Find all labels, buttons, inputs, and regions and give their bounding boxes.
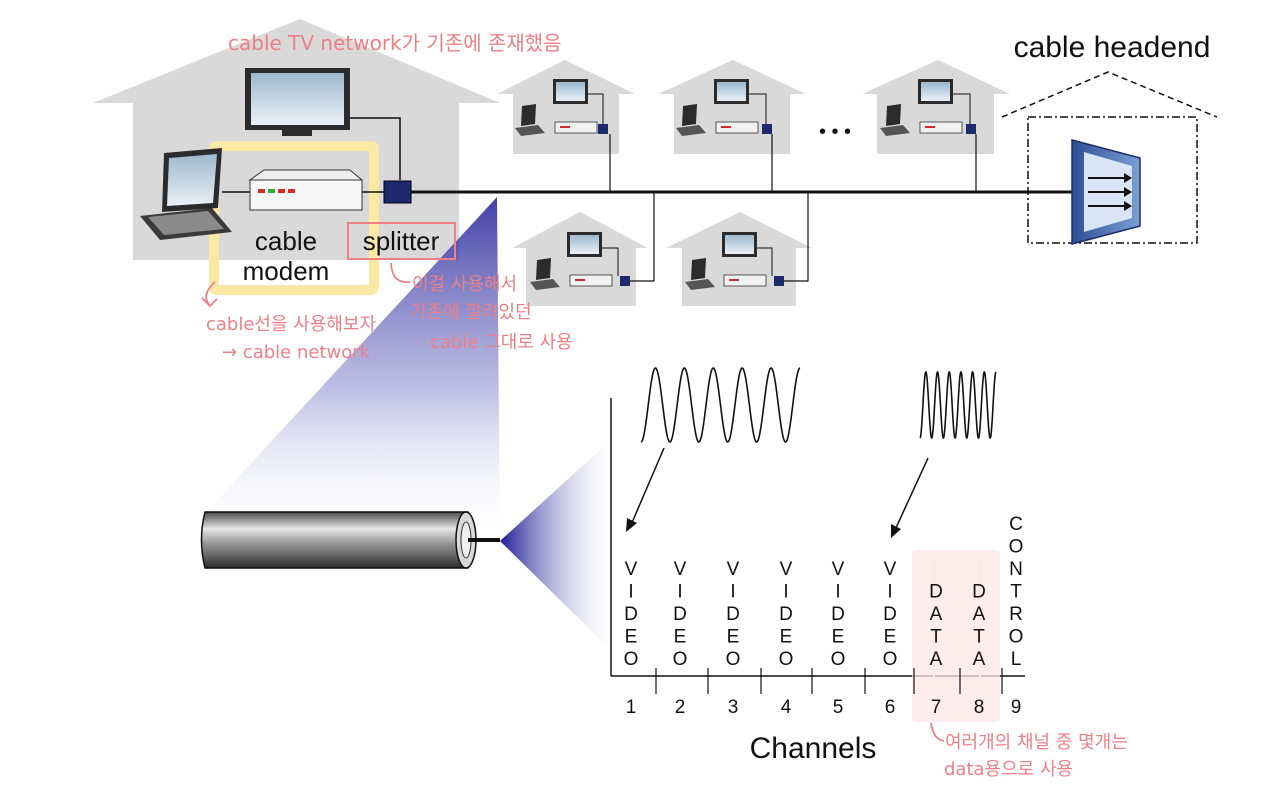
- channel-number-3: 3: [728, 697, 739, 718]
- video-signal-arrow: [630, 447, 665, 526]
- note-channel-2: data용으로 사용: [944, 759, 1073, 780]
- channel-number-8: 8: [974, 697, 985, 718]
- channels-axis-label: Channels: [750, 732, 877, 765]
- channel-number-2: 2: [675, 697, 686, 718]
- splitter-label: splitter: [363, 226, 440, 256]
- coax-cable-icon: [200, 511, 500, 569]
- headend-router-icon: [1071, 139, 1141, 245]
- data-signal-arrowhead: [891, 524, 901, 538]
- note-splitter-arrow: [390, 262, 411, 283]
- data-signal-arrow: [894, 457, 929, 531]
- cable-modem-icon: [248, 169, 364, 211]
- data-channels-highlight: [912, 550, 1000, 722]
- channel-number-4: 4: [781, 697, 792, 718]
- channel-number-5: 5: [833, 697, 844, 718]
- note-modem-1: cable선을 사용해보자: [206, 314, 377, 335]
- splitter-label-highlight: [347, 222, 456, 260]
- data-signal-waveform: [919, 370, 997, 440]
- cable-headend-building: [1001, 71, 1218, 244]
- cable-headend-label: cable headend: [1014, 31, 1211, 64]
- cable-modem-label-line2: modem: [243, 256, 330, 286]
- cable-modem-label-line1: cable: [255, 226, 317, 256]
- note-top: cable TV network가 기존에 존재했음: [228, 31, 562, 55]
- note-splitter-3: cable 그대로 사용: [430, 332, 573, 353]
- note-channel-arrow: [930, 722, 945, 742]
- note-modem-arrow: [201, 281, 218, 308]
- neighbor-house-4: [512, 192, 655, 306]
- channel-number-9: 9: [1011, 697, 1022, 718]
- video-signal-arrowhead: [626, 518, 637, 532]
- signal-cone: [500, 440, 611, 650]
- channel-number-1: 1: [626, 697, 637, 718]
- channel-number-7: 7: [931, 697, 942, 718]
- note-splitter-1: 이걸 사용해서: [412, 274, 517, 295]
- video-signal-waveform: [640, 367, 801, 443]
- neighbor-house-1: [497, 60, 635, 192]
- splitter-icon: [383, 180, 412, 204]
- neighbor-house-2: [658, 60, 806, 192]
- data-channels-inner-box: [933, 559, 981, 679]
- note-splitter-2: 기존에 깔려있던: [410, 302, 532, 323]
- neighbor-house-5: [666, 192, 812, 306]
- channel-number-6: 6: [885, 697, 896, 718]
- zoom-beam: [208, 197, 500, 541]
- desktop-computer-icon: [140, 148, 232, 240]
- note-modem-2: → cable network: [222, 342, 371, 363]
- note-channel-1: 여러개의 채널 중 몇개는: [945, 732, 1128, 753]
- tv-icon: [245, 68, 350, 136]
- neighbor-house-3: [862, 60, 1010, 192]
- more-houses-ellipsis: • • •: [819, 121, 851, 143]
